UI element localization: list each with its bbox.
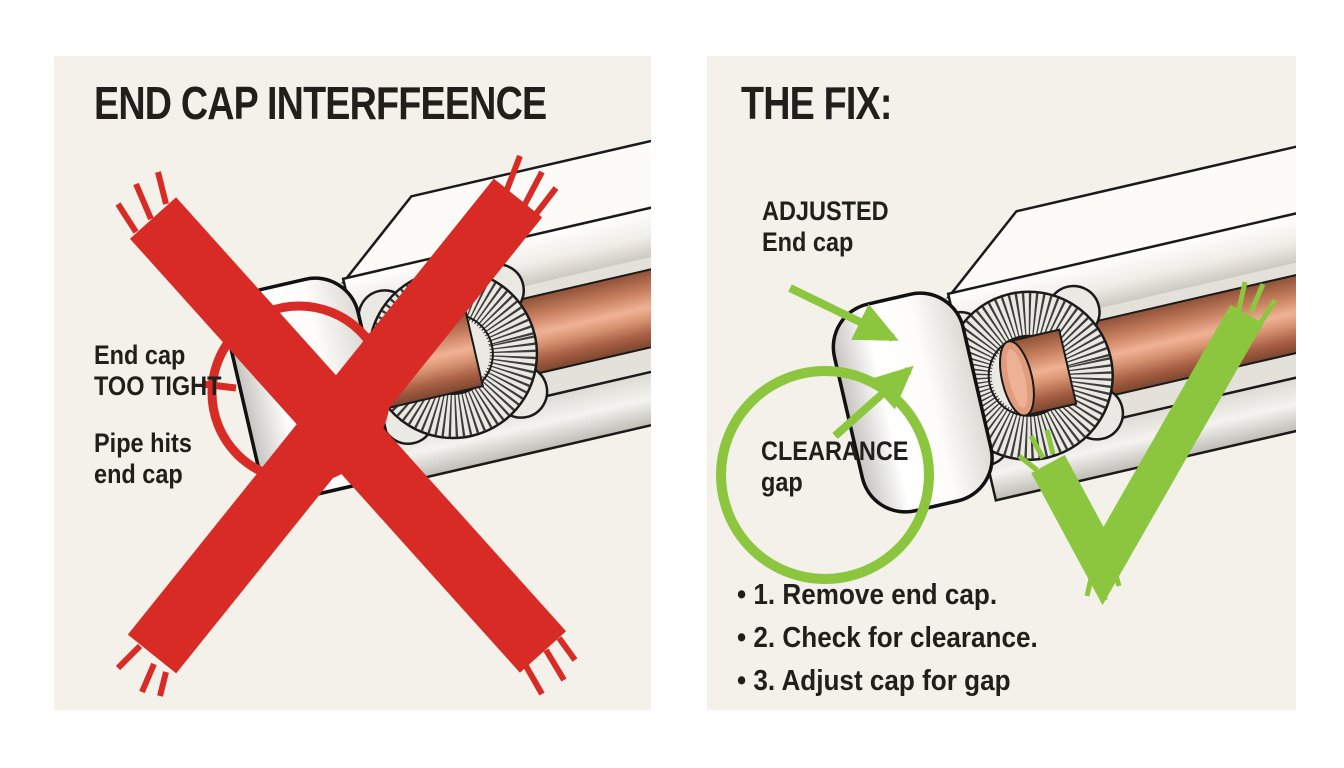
pipe-assembly-fixed — [831, 69, 1296, 514]
x-mark-icon — [115, 154, 578, 697]
callout-adjusted-cap: ADJUSTED End cap — [762, 196, 889, 258]
callout-too-tight: End cap TOO TIGHT — [94, 340, 221, 402]
fix-step-3: 3. Adjust cap for gap — [737, 660, 1038, 703]
pipe-end-face-highlight — [1006, 349, 1028, 408]
enclosure-top-face — [945, 69, 1296, 299]
callout-clearance-gap: CLEARANCE gap — [761, 436, 908, 498]
problem-panel: END CAP INTERFFEENCE End cap TOO TIGHT P… — [54, 56, 651, 710]
callout-leader-line — [201, 380, 237, 392]
fix-step-2: 2. Check for clearance. — [737, 617, 1037, 660]
callout-clearance-line2: gap — [761, 467, 803, 497]
arrow-to-gap-icon — [832, 365, 914, 439]
callout-pipe-hits-line1: Pipe hits — [94, 428, 192, 458]
callout-adjusted-line2: End cap — [762, 227, 854, 257]
callout-clearance-line1: CLEARANCE — [761, 436, 909, 466]
fix-illustration — [716, 69, 1296, 606]
annotation-arrows — [788, 284, 914, 439]
arrow-to-cap-icon — [788, 284, 899, 342]
callout-too-tight-line1: End cap — [94, 340, 186, 370]
callout-too-tight-line2: TOO TIGHT — [94, 371, 222, 401]
callout-pipe-hits-line2: end cap — [94, 459, 183, 489]
page-title-fix: THE FIX: — [741, 77, 892, 129]
fix-steps-list: 1. Remove end cap. 2. Check for clearanc… — [737, 574, 1038, 703]
callout-pipe-hits: Pipe hits end cap — [94, 428, 192, 490]
callout-adjusted-line1: ADJUSTED — [762, 196, 889, 226]
page-title-problem: END CAP INTERFFEENCE — [94, 77, 547, 129]
check-mark-icon — [1017, 281, 1278, 606]
interference-illustration — [115, 56, 651, 697]
fix-step-1: 1. Remove end cap. — [737, 574, 1038, 617]
fix-panel: THE FIX: ADJUSTED End cap CLEARANCE gap … — [707, 56, 1296, 710]
